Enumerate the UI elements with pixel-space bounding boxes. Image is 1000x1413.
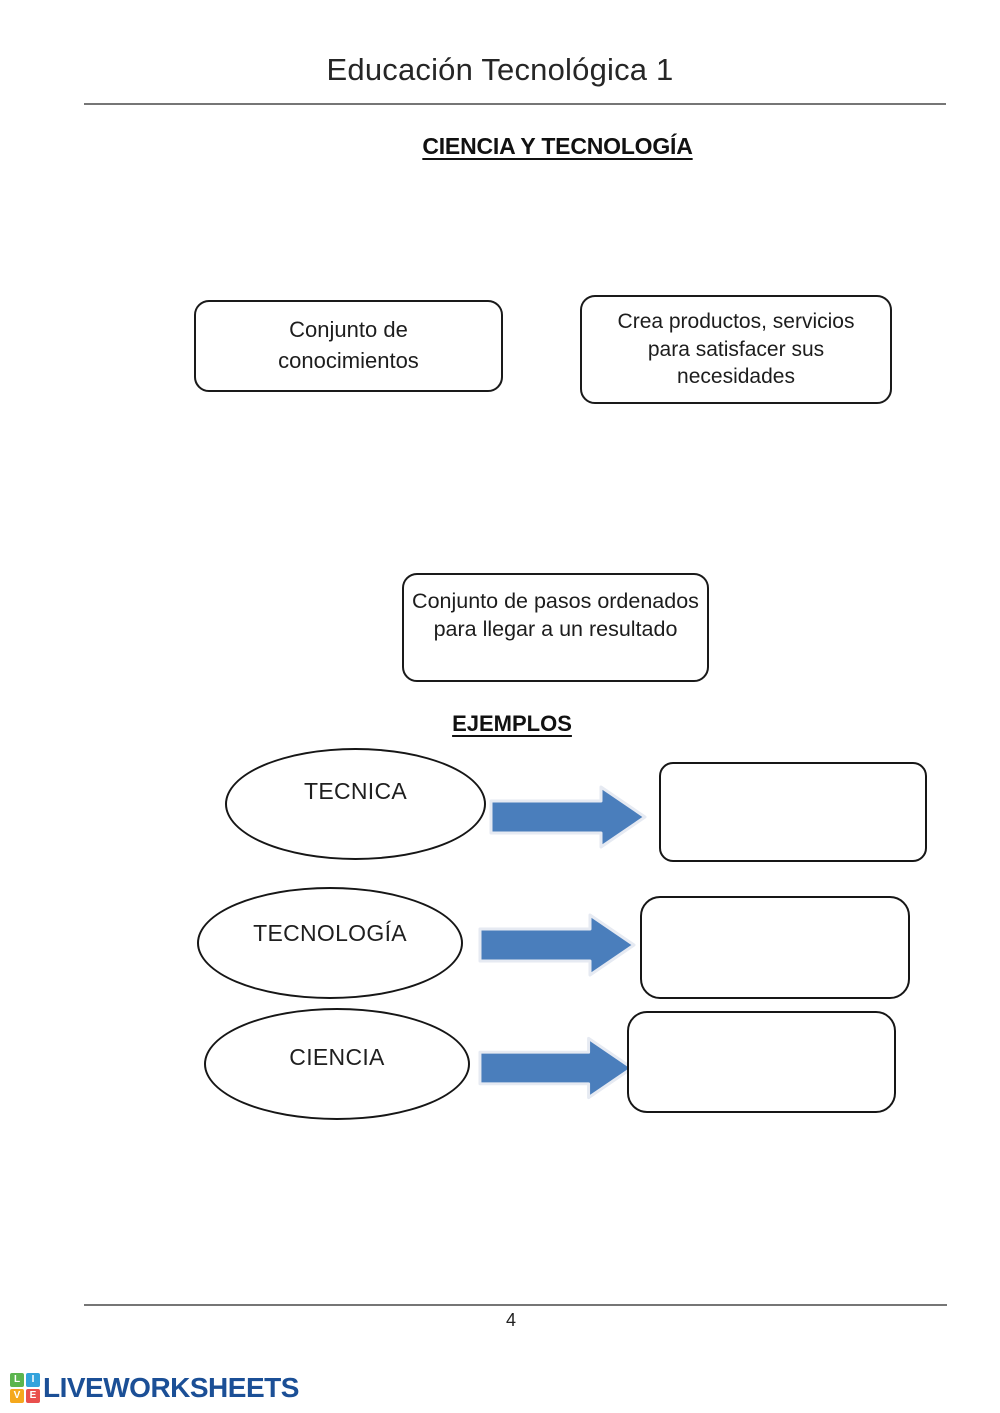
answer-box-ciencia[interactable] <box>627 1011 896 1113</box>
definition-box-crea-productos: Crea productos, servicios para satisface… <box>580 295 892 404</box>
right-arrow-icon <box>489 785 647 849</box>
term-ellipse-ciencia: CIENCIA <box>204 1008 470 1120</box>
examples-heading: EJEMPLOS <box>452 711 572 736</box>
logo-wordmark: LIVEWORKSHEETS <box>43 1372 299 1403</box>
liveworksheets-tiles-icon: L I V E <box>10 1373 40 1403</box>
page-title: Educación Tecnológica 1 <box>326 52 674 87</box>
definition-box-conocimientos: Conjunto de conocimientos <box>194 300 503 392</box>
answer-box-tecnologia[interactable] <box>640 896 910 999</box>
logo-tile-e: E <box>26 1389 40 1403</box>
definition-box-pasos-ordenados: Conjunto de pasos ordenados para llegar … <box>402 573 709 682</box>
term-label: CIENCIA <box>289 1043 385 1070</box>
definition-text: Conjunto de pasos ordenados para llegar … <box>412 589 699 641</box>
answer-box-tecnica[interactable] <box>659 762 927 862</box>
definition-text: Crea productos, servicios para satisface… <box>617 309 855 389</box>
term-ellipse-tecnologia: TECNOLOGÍA <box>197 887 463 999</box>
term-label: TECNICA <box>303 777 408 804</box>
liveworksheets-logo[interactable]: L I V E LIVEWORKSHEETS <box>10 1372 299 1404</box>
right-arrow-icon <box>478 1036 634 1100</box>
header-divider <box>84 103 946 105</box>
logo-tile-l: L <box>10 1373 24 1387</box>
page-number: 4 <box>505 1310 516 1330</box>
term-label: TECNOLOGÍA <box>253 919 407 946</box>
right-arrow-icon <box>478 913 636 977</box>
term-ellipse-tecnica: TECNICA <box>225 748 486 860</box>
logo-tile-v: V <box>10 1389 24 1403</box>
footer-divider <box>84 1304 947 1306</box>
definition-text: Conjunto de conocimientos <box>278 317 419 373</box>
logo-tile-i: I <box>26 1373 40 1387</box>
section-heading: CIENCIA Y TECNOLOGÍA <box>422 133 693 159</box>
